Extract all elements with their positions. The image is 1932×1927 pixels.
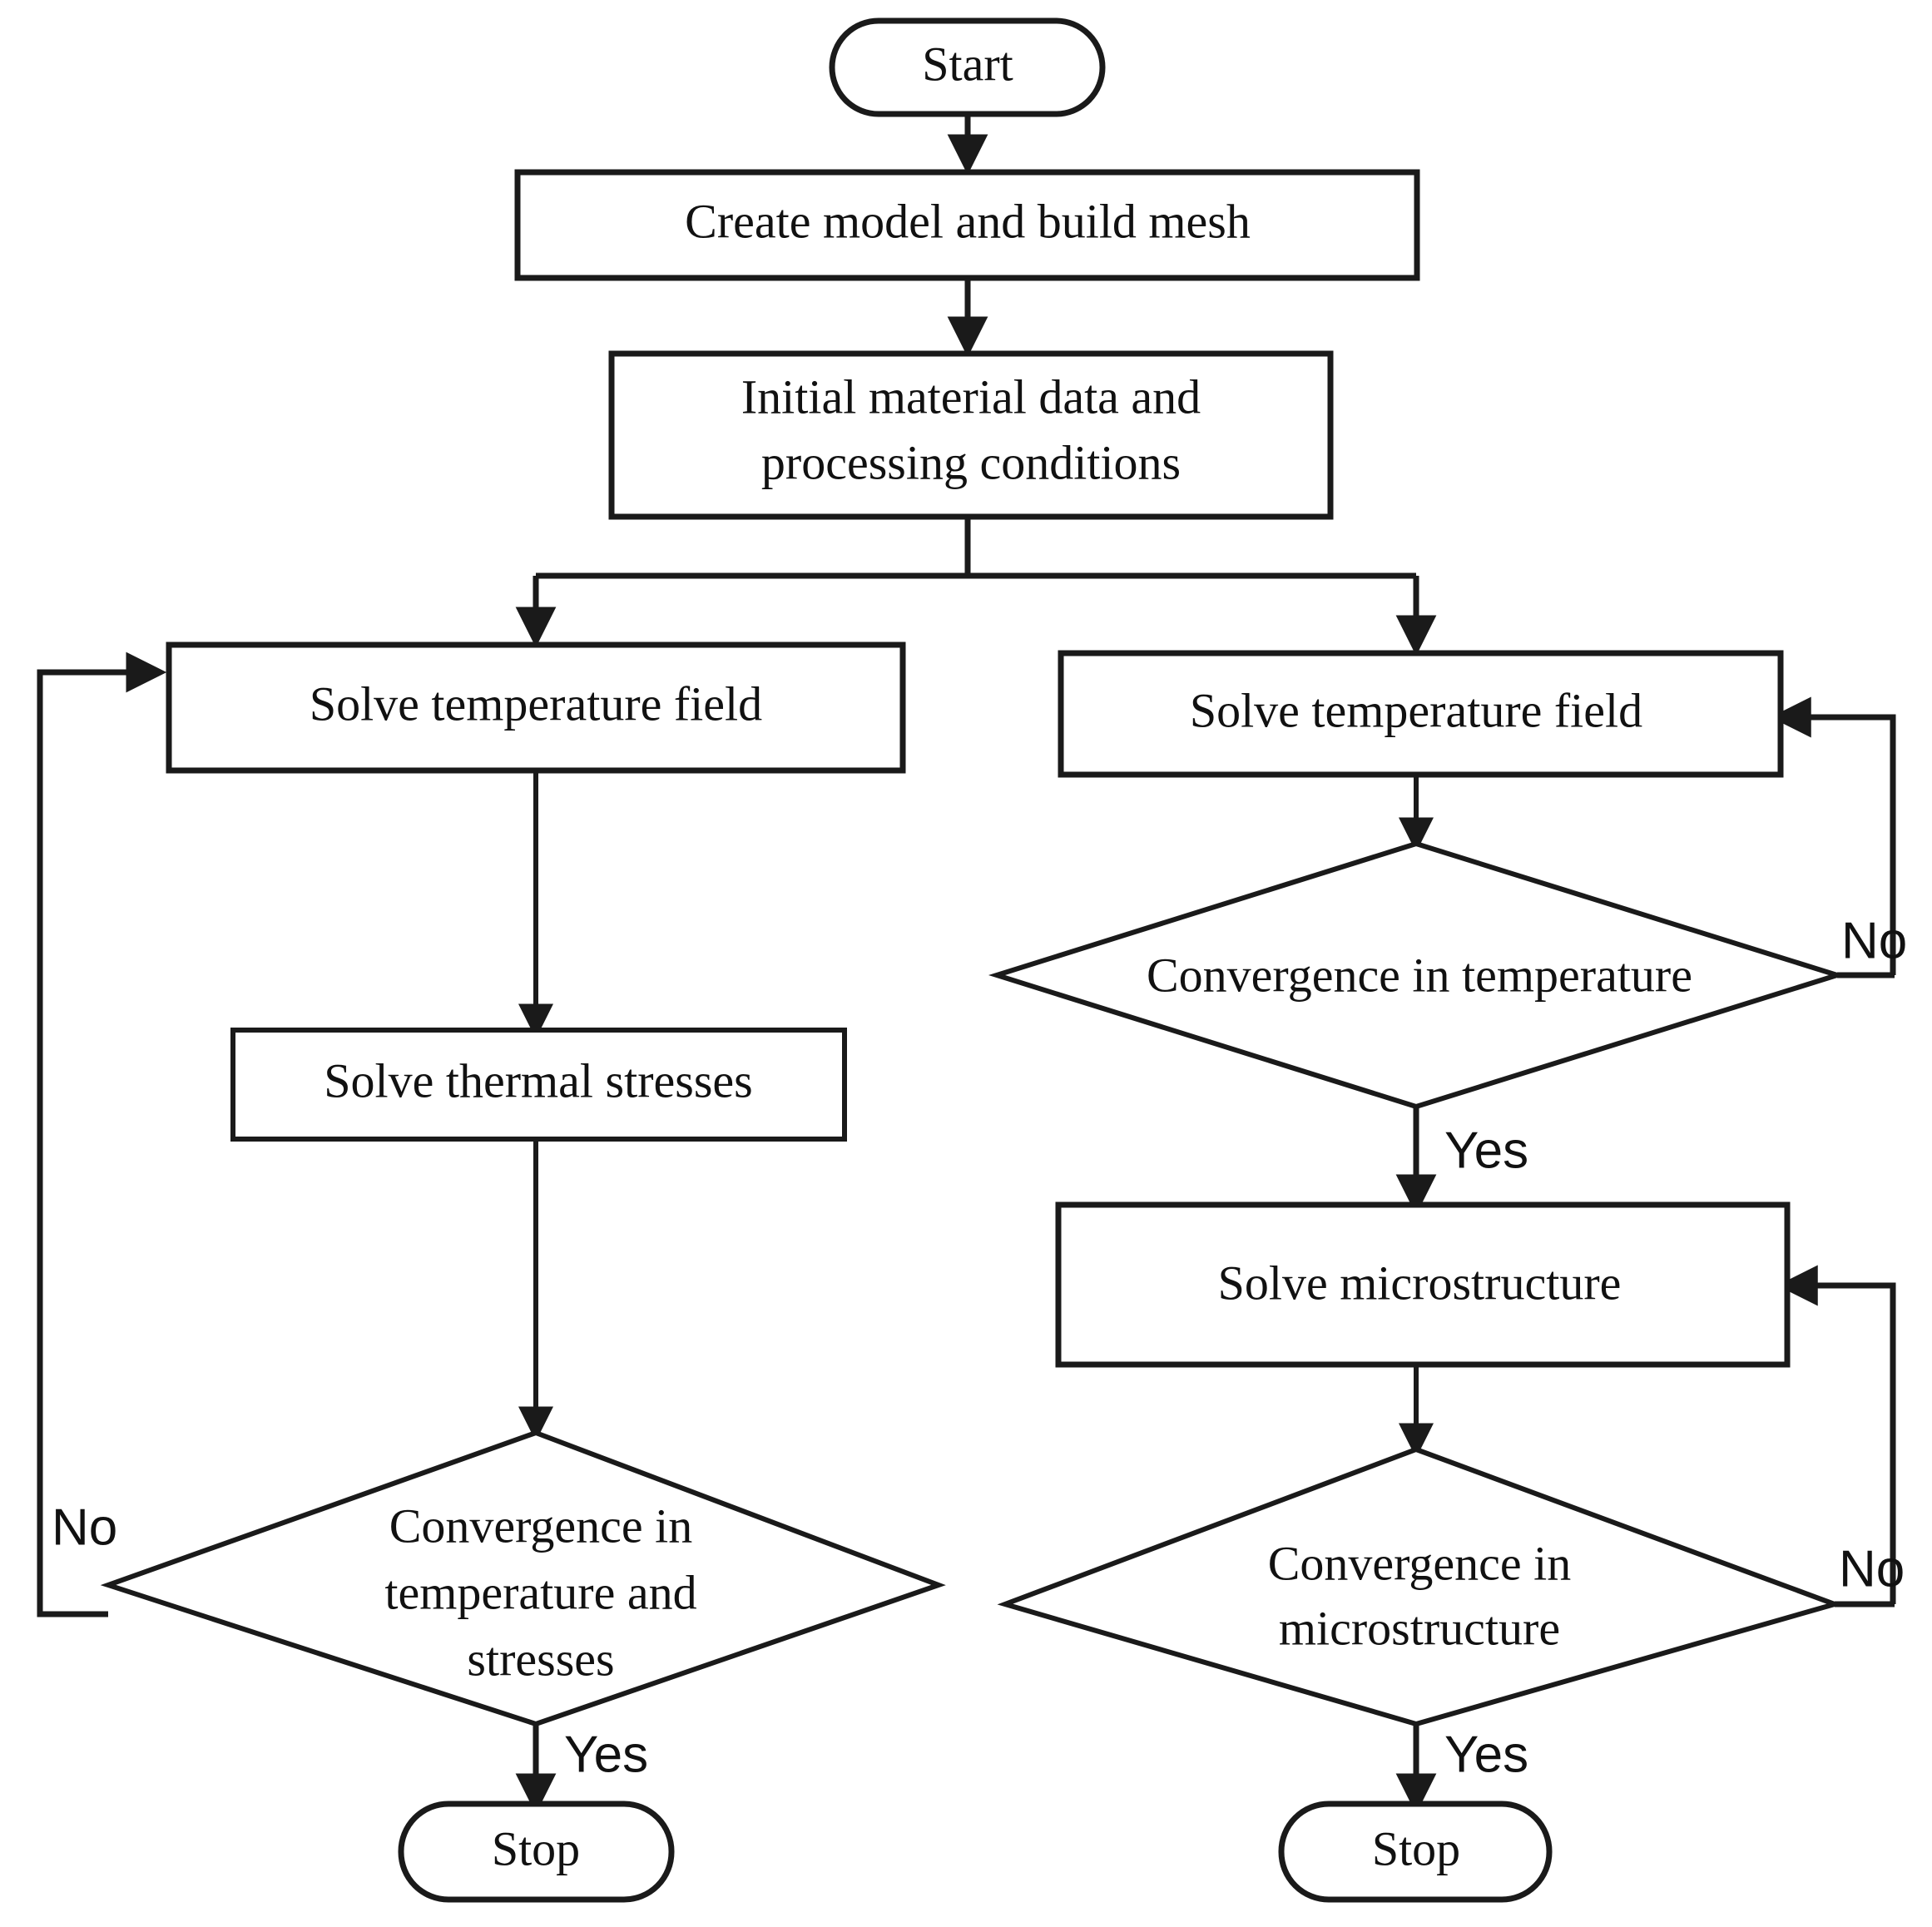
- node-left-solve-thermal-stresses: [230, 1028, 847, 1142]
- node-left-solve-thermal-stresses-label: Solve thermal stresses: [324, 1053, 752, 1107]
- node-right-decision-microstructure-label-line1: Convergence in: [1268, 1536, 1572, 1590]
- node-right-decision-microstructure-label-line2: microstructure: [1279, 1601, 1560, 1655]
- node-left-solve-temperature-field-label: Solve temperature field: [310, 676, 762, 731]
- node-left-stop: [398, 1801, 675, 1903]
- branch-label-right-temperature-yes: Yes: [1444, 1122, 1528, 1179]
- node-right-decision-microstructure: [997, 1446, 1843, 1727]
- node-initial-data-label-line2: processing conditions: [761, 435, 1181, 489]
- branch-label-left-yes: Yes: [564, 1726, 648, 1783]
- node-right-decision-temperature: [988, 840, 1846, 1110]
- node-right-stop-label: Stop: [1372, 1821, 1460, 1875]
- node-right-stop: [1278, 1801, 1553, 1903]
- node-start-label: Start: [922, 37, 1013, 91]
- node-right-solve-temperature-field: [1058, 650, 1784, 778]
- branch-label-right-temperature-no: No: [1841, 912, 1907, 969]
- node-create-model: [514, 169, 1420, 281]
- node-left-solve-temperature-field: [166, 642, 906, 774]
- node-initial-data: [608, 350, 1334, 520]
- node-right-solve-microstructure-label: Solve microstructure: [1218, 1256, 1622, 1310]
- node-create-model-label: Create model and build mesh: [685, 194, 1251, 248]
- branch-label-right-microstructure-yes: Yes: [1444, 1726, 1528, 1783]
- node-left-stop-label: Stop: [492, 1821, 580, 1875]
- branch-label-right-microstructure-no: No: [1839, 1540, 1905, 1598]
- node-right-decision-temperature-label: Convergence in temperature: [1147, 948, 1692, 1002]
- node-left-decision-label-line1: Convergence in: [389, 1499, 693, 1553]
- branch-label-left-no: No: [52, 1499, 117, 1556]
- node-left-decision-label-line3: stresses: [467, 1632, 614, 1686]
- node-left-decision-convergence: [100, 1429, 946, 1727]
- node-initial-data-label-line1: Initial material data and: [741, 369, 1201, 424]
- node-left-decision-label-line2: temperature and: [384, 1565, 696, 1619]
- node-start: [829, 17, 1106, 117]
- edge-right-decision-temp-no-loop: [1770, 696, 1896, 975]
- node-right-solve-microstructure: [1055, 1201, 1791, 1368]
- edge-right-decision-micro-no-loop: [1776, 1265, 1896, 1604]
- node-right-solve-temperature-field-label: Solve temperature field: [1190, 683, 1642, 737]
- edge-left-decision-no-loop: [37, 651, 167, 1617]
